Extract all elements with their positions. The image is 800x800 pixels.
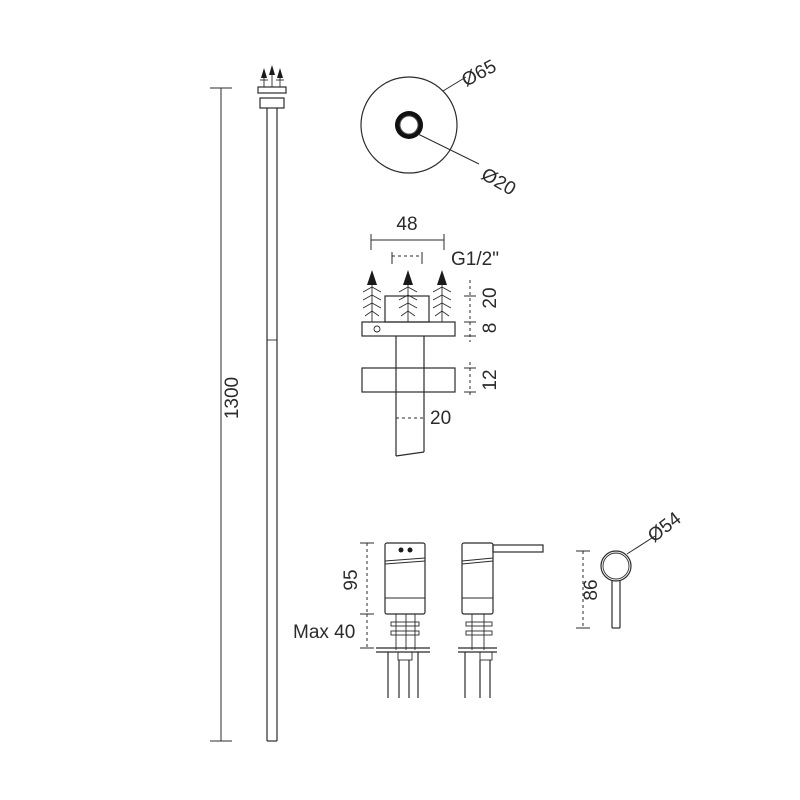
thread-dimension: G1/2": [391, 249, 499, 270]
height-dimension: 1300: [210, 87, 243, 742]
mounting-detail-view: 48 G1/2": [361, 214, 501, 457]
mixer-body: [384, 542, 426, 615]
vertical-dimensions: 20 8 12: [464, 280, 501, 398]
flange-diameter-label: Ø65: [458, 56, 500, 91]
handle-height-label: 86: [581, 579, 602, 600]
flange-thickness-label: 12: [480, 369, 501, 390]
mixer-height-dimension: 95 Max 40: [293, 542, 374, 649]
bracket-height-label: 8: [480, 323, 501, 334]
mixer-side-view: [458, 542, 544, 698]
mixer-lever: [492, 544, 544, 553]
flange-ring: [361, 367, 456, 393]
mixer-side-body: [461, 542, 494, 615]
handle-knob: [600, 550, 632, 582]
anchor-bolts: [362, 270, 452, 322]
pipe-diameter-label: Ø20: [478, 164, 520, 200]
top-mount-small: [257, 65, 287, 109]
bolt-spacing-dimension: 48: [370, 214, 445, 250]
full-length-view: 1300: [210, 65, 287, 742]
handle-diameter-label: Ø54: [644, 508, 686, 547]
detail-pipe: [395, 336, 425, 457]
mixer-height-label: 95: [341, 569, 362, 590]
handle-view: Ø54 86: [576, 508, 686, 629]
mounting-bracket: [361, 295, 456, 337]
height-total-label: 1300: [222, 377, 243, 419]
pipe-width-dimension: 20: [396, 408, 451, 429]
anchor-length-label: 20: [480, 287, 501, 308]
thread-label: G1/2": [451, 249, 499, 270]
mixer-front-view: 95 Max 40: [293, 542, 430, 698]
bolt-spacing-label: 48: [396, 214, 417, 235]
pipe-width-label: 20: [430, 408, 451, 429]
standpipe: [266, 108, 278, 742]
flange-plan-view: Ø65 Ø20: [360, 56, 520, 200]
max-mount-label: Max 40: [293, 622, 355, 643]
